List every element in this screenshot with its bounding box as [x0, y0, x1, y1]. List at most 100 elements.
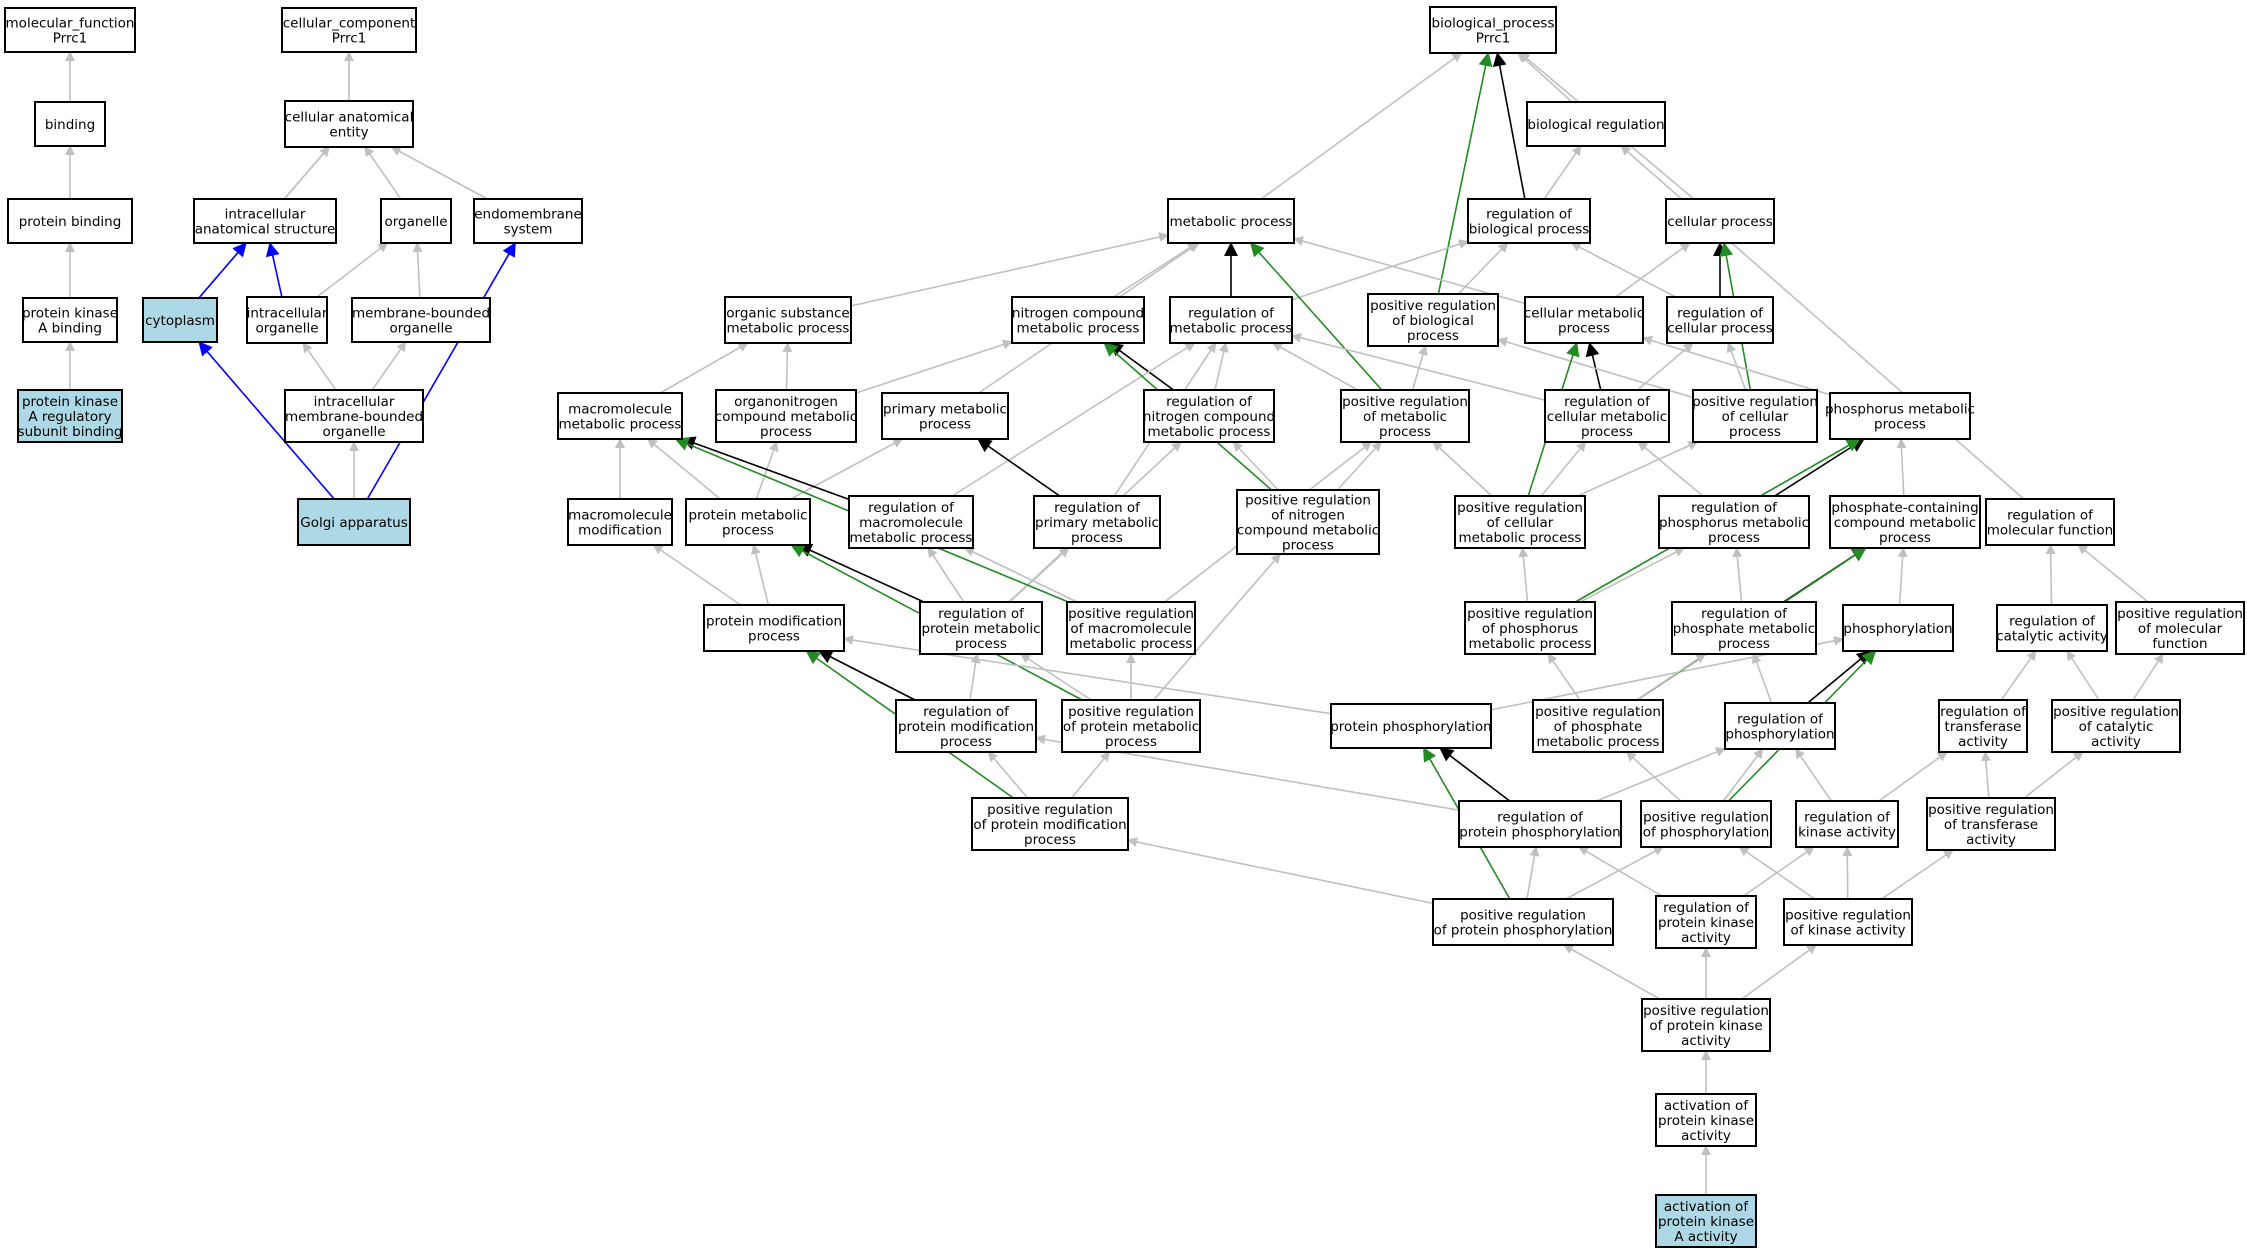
node-phos[interactable]: phosphorylation: [1842, 604, 1954, 652]
node-pphos[interactable]: protein phosphorylation: [1330, 703, 1492, 749]
edge-endo-to-cae: [390, 146, 488, 200]
node-label: metabolic process: [1070, 636, 1193, 652]
node-label: regulation of: [1497, 810, 1584, 826]
node-box: [1795, 800, 1899, 848]
edge-prca-to-prmf: [2132, 653, 2164, 701]
node-label: protein kinase: [1658, 1113, 1754, 1129]
node-golgi[interactable]: Golgi apparatus: [297, 498, 411, 546]
node-box: [1033, 495, 1161, 549]
edge-rphmp-to-phmp: [1774, 438, 1865, 497]
node-label: catalytic activity: [1996, 629, 2108, 645]
node-label: Prrc1: [1476, 31, 1510, 47]
node-label: process: [760, 424, 812, 440]
node-label: positive regulation: [1245, 493, 1371, 509]
edge-prka-to-prphos: [1738, 846, 1816, 900]
node-binding[interactable]: binding: [34, 101, 106, 147]
edge-rpka-to-rka: [1742, 846, 1815, 897]
edge-prmp-to-metab: [1249, 242, 1383, 391]
edge-prka-to-prta: [1881, 849, 1954, 900]
node-cyto[interactable]: cytoplasm: [142, 297, 218, 343]
node-label: of cellular: [1487, 515, 1554, 531]
node-label: A activity: [1674, 1229, 1737, 1245]
node-box: [919, 601, 1043, 655]
edge-prbp-to-rbp: [1457, 242, 1509, 295]
node-label: macromolecule: [568, 508, 672, 524]
edge-oncmp-to-ncmp: [855, 339, 1013, 394]
node-pbind[interactable]: protein binding: [7, 198, 133, 244]
node-label: macromolecule: [859, 515, 963, 531]
node-box: [1454, 495, 1586, 549]
node-cellp[interactable]: cellular process: [1665, 198, 1775, 244]
node-metab[interactable]: metabolic process: [1167, 198, 1295, 244]
edge-golgi-to-endo: [366, 242, 516, 500]
node-box: [17, 389, 123, 443]
node-box: [1666, 296, 1774, 344]
node-box: [281, 7, 417, 53]
node-breg[interactable]: biological regulation: [1526, 101, 1666, 147]
node-organelle[interactable]: organelle: [380, 198, 452, 244]
edge-prmf-to-rmf: [2077, 544, 2149, 603]
node-label: activation of: [1664, 1199, 1749, 1215]
